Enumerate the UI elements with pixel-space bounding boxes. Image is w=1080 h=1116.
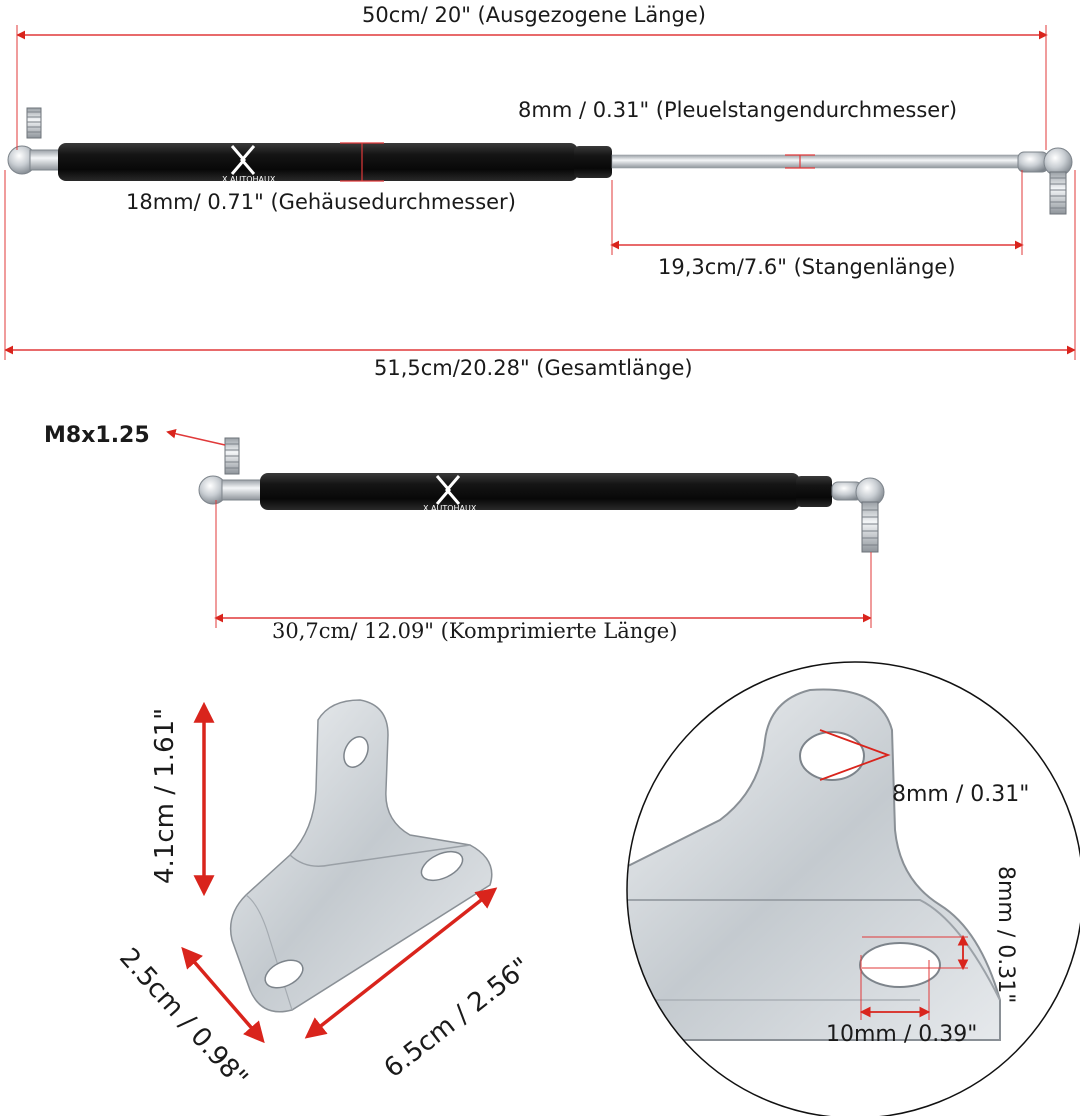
svg-text:X AUTOHAUX: X AUTOHAUX: [222, 175, 276, 184]
x-autohaux-logo2-icon: X AUTOHAUX: [423, 475, 477, 513]
slot-height-label: 8mm / 0.31": [993, 866, 1018, 1004]
mounting-bracket: [181, 699, 498, 1044]
detail-round-hole: [799, 731, 865, 781]
right-thread-bolt: [1049, 171, 1067, 215]
rod-diameter-label: 8mm / 0.31" (Pleuelstangendurchmesser): [518, 98, 958, 122]
left-thread-bolt: [26, 107, 42, 139]
x-autohaux-logo-icon: X AUTOHAUX: [222, 145, 276, 184]
strut-body-tube: [58, 143, 578, 181]
bracket-height-label: 4.1cm / 1.61": [150, 707, 180, 884]
extended-length-label: 50cm/ 20" (Ausgezogene Länge): [362, 3, 706, 27]
body-diameter-label: 18mm/ 0.71" (Gehäusedurchmesser): [126, 190, 516, 214]
gas-strut-compressed: X AUTOHAUX: [166, 429, 885, 628]
slot-width-label: 10mm / 0.39": [826, 1022, 978, 1047]
gas-strut-extended: X AUTOHAUX: [4, 25, 1076, 360]
bracket-plate: [229, 699, 493, 1013]
detail-slot-hole: [859, 942, 941, 988]
strut2-body-tube: [260, 473, 800, 510]
rod-length-label: 19,3cm/7.6" (Stangenlänge): [658, 255, 956, 279]
piston-rod: [611, 154, 1023, 169]
hole-diameter-label: 8mm / 0.31": [892, 782, 1030, 807]
detail-circle-border: [626, 661, 1080, 1116]
bracket-detail-zoom: [626, 661, 1080, 1116]
total-length-label: 51,5cm/20.28" (Gesamtlänge): [374, 356, 693, 380]
svg-text:X AUTOHAUX: X AUTOHAUX: [423, 504, 477, 513]
compressed-length-label: 30,7cm/ 12.09" (Komprimierte Länge): [272, 619, 678, 643]
bracket-top-hole: [343, 736, 369, 768]
thread-size-label: M8x1.25: [44, 423, 150, 448]
